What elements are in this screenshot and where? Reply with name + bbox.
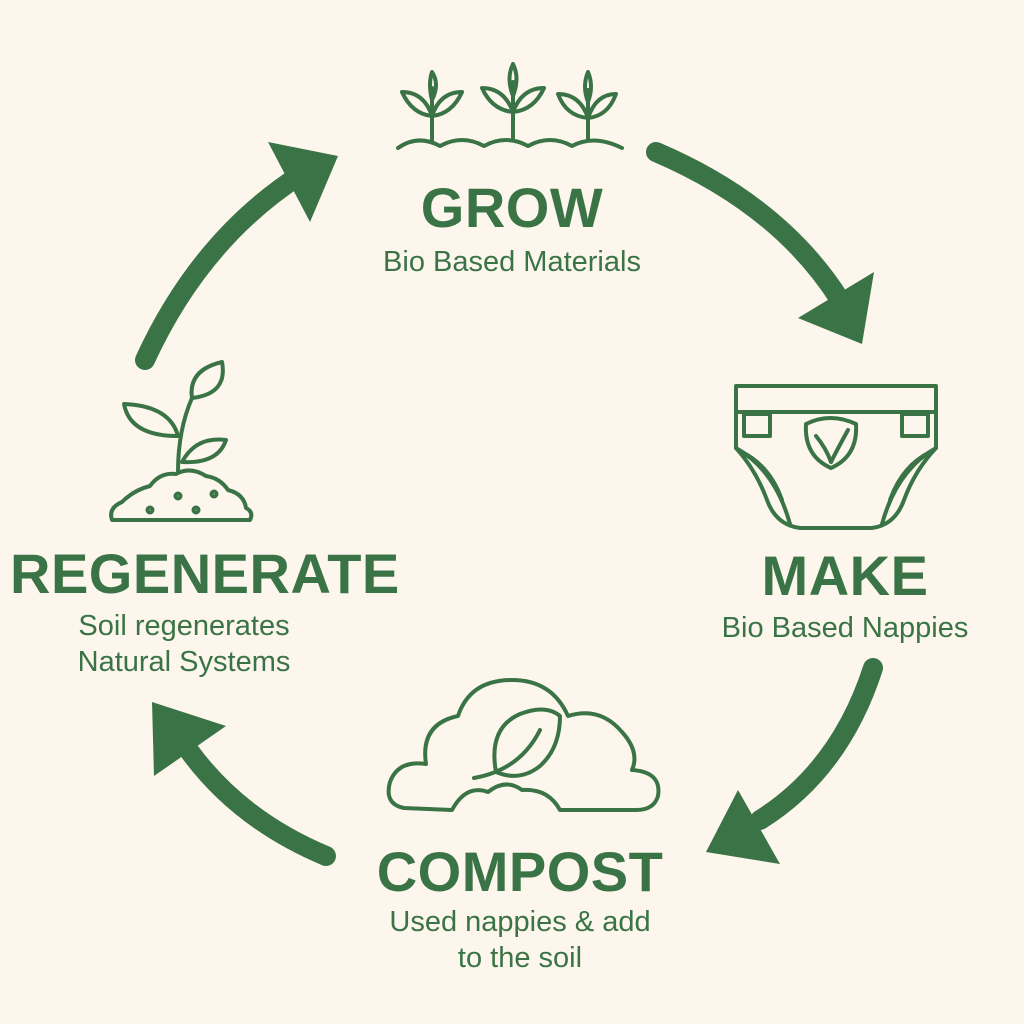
regenerate-title: REGENERATE (10, 542, 400, 605)
make-subtitle-line: Bio Based Nappies (721, 612, 969, 644)
regenerate-subtitle-line-2: Natural Systems (77, 646, 291, 679)
make-subtitle: Bio Based Nappies (690, 610, 1000, 646)
arrow-regenerate-to-grow (135, 142, 338, 370)
regenerate-subtitle: Soil regenerates Natural Systems (24, 608, 344, 681)
seedlings-icon (396, 62, 624, 150)
nappy-icon (734, 384, 938, 530)
grow-subtitle-line: Bio Based Materials (383, 246, 641, 278)
sprout-icon (109, 360, 254, 522)
compost-subtitle-line-2: to the soil (457, 942, 583, 975)
compost-subtitle-line-1: Used nappies & add (389, 906, 651, 938)
grow-subtitle: Bio Based Materials (332, 244, 692, 280)
arrow-make-to-compost (706, 658, 883, 864)
make-title: MAKE (761, 544, 929, 607)
regenerate-subtitle-line-1: Soil regenerates (78, 610, 290, 642)
compost-title: COMPOST (376, 840, 664, 903)
compost-subtitle: Used nappies & add to the soil (350, 904, 690, 977)
compost-cloud-icon (386, 678, 661, 812)
arrow-grow-to-make (646, 142, 874, 344)
grow-title: GROW (420, 176, 604, 239)
arrow-compost-to-regenerate (152, 702, 336, 866)
